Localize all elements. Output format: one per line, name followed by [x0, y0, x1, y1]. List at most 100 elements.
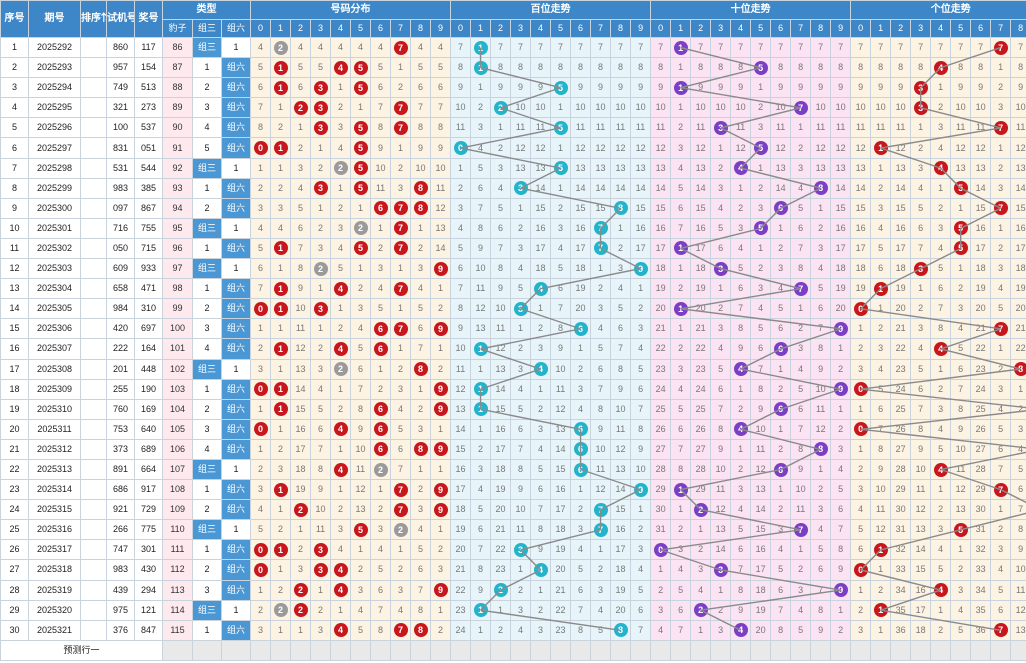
- bai-omission: 21: [550, 579, 572, 601]
- predict-cell[interactable]: [810, 639, 832, 661]
- predict-cell[interactable]: [550, 639, 572, 661]
- shi-omission: 6: [730, 278, 752, 300]
- shi-omission: 5: [790, 619, 812, 641]
- bai-omission: 4: [510, 619, 532, 641]
- predict-cell[interactable]: [970, 639, 992, 661]
- ge-ball: 4: [930, 458, 952, 481]
- predict-cell[interactable]: [330, 639, 351, 661]
- dist-omission: 4: [290, 36, 311, 59]
- predict-cell[interactable]: [530, 639, 552, 661]
- predict-cell[interactable]: [670, 639, 692, 661]
- ge-omission: 34: [970, 579, 992, 601]
- row-zu3: 4: [192, 338, 222, 360]
- predict-cell[interactable]: [650, 639, 672, 661]
- ge-omission: 2: [950, 559, 972, 581]
- predict-cell[interactable]: [221, 639, 251, 661]
- shi-omission: 18: [830, 258, 852, 280]
- predict-cell[interactable]: [910, 639, 932, 661]
- predict-cell[interactable]: [192, 639, 222, 661]
- predict-cell[interactable]: [610, 639, 632, 661]
- predict-cell[interactable]: [162, 639, 193, 661]
- predict-cell[interactable]: [570, 639, 592, 661]
- ge-omission: 22: [970, 338, 992, 360]
- dist-omission: 1: [429, 519, 452, 541]
- shi-omission: 10: [730, 97, 752, 119]
- dist-omission: 1: [290, 619, 311, 641]
- bai-omission: 16: [450, 458, 472, 481]
- predict-cell[interactable]: [250, 639, 271, 661]
- dist-omission: 2: [429, 619, 452, 641]
- predict-cell[interactable]: [710, 639, 732, 661]
- predict-cell[interactable]: [410, 639, 431, 661]
- predict-cell[interactable]: [850, 639, 872, 661]
- predict-cell[interactable]: [990, 639, 1012, 661]
- shi-omission: 4: [710, 197, 732, 219]
- sort-button[interactable]: 排序⇅: [80, 0, 107, 38]
- dist-omission: 9: [429, 137, 452, 159]
- dist-ball: 2: [290, 579, 311, 601]
- row-prize: 867: [134, 197, 163, 219]
- dist-omission: 1: [429, 418, 452, 440]
- predict-cell[interactable]: [350, 639, 371, 661]
- predict-cell[interactable]: [870, 639, 892, 661]
- ge-omission: 29: [890, 479, 912, 501]
- bai-omission: 15: [610, 499, 632, 521]
- digit-header: 5: [950, 19, 972, 38]
- row-baozi: 108: [162, 479, 193, 501]
- shi-omission: 11: [770, 117, 792, 139]
- predict-cell[interactable]: [510, 639, 532, 661]
- predict-cell[interactable]: [1010, 639, 1026, 661]
- row-zu6: 1: [221, 458, 251, 481]
- row-issue: 2025308: [28, 358, 81, 380]
- predict-cell[interactable]: [930, 639, 952, 661]
- predict-cell[interactable]: [770, 639, 792, 661]
- row-baozi: 86: [162, 36, 193, 59]
- dist-omission: 6: [350, 358, 371, 380]
- ge-omission: 5: [950, 338, 972, 360]
- predict-cell[interactable]: [270, 639, 291, 661]
- predict-cell[interactable]: [310, 639, 331, 661]
- predict-cell[interactable]: [429, 639, 452, 661]
- bai-omission: 1: [470, 619, 492, 641]
- row-trial: 975: [106, 599, 135, 621]
- shi-omission: 11: [810, 117, 832, 139]
- bai-omission: 20: [570, 298, 592, 320]
- ge-omission: 7: [1010, 36, 1026, 59]
- shi-omission: 9: [790, 458, 812, 481]
- bai-omission: 8: [590, 398, 612, 420]
- dist-omission: 3: [390, 378, 411, 400]
- bai-ball-mark: 1: [473, 60, 488, 75]
- ge-omission: 2: [930, 499, 952, 521]
- predict-cell[interactable]: [950, 639, 972, 661]
- predict-cell[interactable]: [590, 639, 612, 661]
- ge-omission: 2: [990, 237, 1012, 260]
- predict-label[interactable]: 预测行一: [0, 639, 163, 661]
- predict-cell[interactable]: [790, 639, 812, 661]
- predict-cell[interactable]: [490, 639, 512, 661]
- predict-cell[interactable]: [890, 639, 912, 661]
- dist-omission: 7: [250, 278, 271, 300]
- predict-cell[interactable]: [830, 639, 852, 661]
- bai-omission: 5: [590, 619, 612, 641]
- dist-omission: 2: [250, 177, 271, 199]
- shi-omission: 2: [730, 458, 752, 481]
- row-issue: 2025297: [28, 137, 81, 159]
- shi-ball-mark: 3: [713, 562, 728, 577]
- predict-cell[interactable]: [470, 639, 492, 661]
- predict-row[interactable]: 预测行一: [0, 639, 1026, 661]
- ge-omission: 9: [950, 77, 972, 99]
- predict-cell[interactable]: [690, 639, 712, 661]
- bai-omission: 1: [490, 599, 512, 621]
- predict-cell[interactable]: [630, 639, 652, 661]
- predict-cell[interactable]: [730, 639, 752, 661]
- predict-cell[interactable]: [390, 639, 411, 661]
- predict-cell[interactable]: [290, 639, 311, 661]
- row-trial: 255: [106, 378, 135, 400]
- predict-cell[interactable]: [450, 639, 472, 661]
- bai-ball-mark: 9: [633, 482, 648, 497]
- bai-omission: 3: [450, 197, 472, 219]
- predict-cell[interactable]: [750, 639, 772, 661]
- predict-cell[interactable]: [370, 639, 391, 661]
- ge-ball-mark: 1: [873, 542, 888, 557]
